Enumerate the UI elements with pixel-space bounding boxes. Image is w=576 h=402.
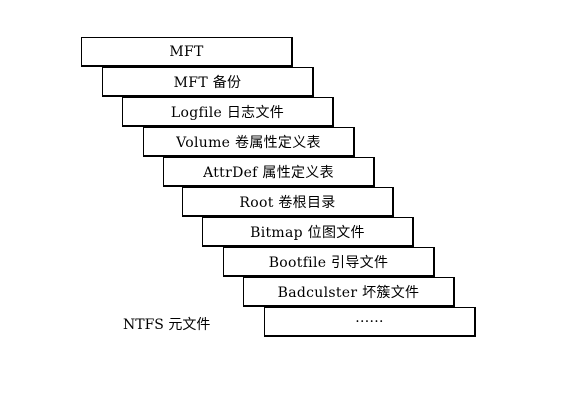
metafile-box-mft: MFT — [81, 37, 293, 67]
metafile-box-attrdef: AttrDef 属性定义表 — [163, 157, 375, 187]
metafile-box-ellipsis: ······ — [264, 307, 476, 337]
metafile-box-logfile: Logfile 日志文件 — [122, 97, 334, 127]
ntfs-metafile-label: NTFS 元文件 — [123, 317, 211, 333]
metafile-box-bitmap: Bitmap 位图文件 — [202, 217, 414, 247]
metafile-box-root: Root 卷根目录 — [182, 187, 394, 217]
metafile-box-volume: Volume 卷属性定义表 — [143, 127, 355, 157]
metafile-box-mft-backup: MFT 备份 — [102, 67, 314, 97]
metafile-box-bootfile: Bootfile 引导文件 — [223, 247, 435, 277]
metafile-box-badcluster: Badculster 坏簇文件 — [243, 277, 455, 307]
